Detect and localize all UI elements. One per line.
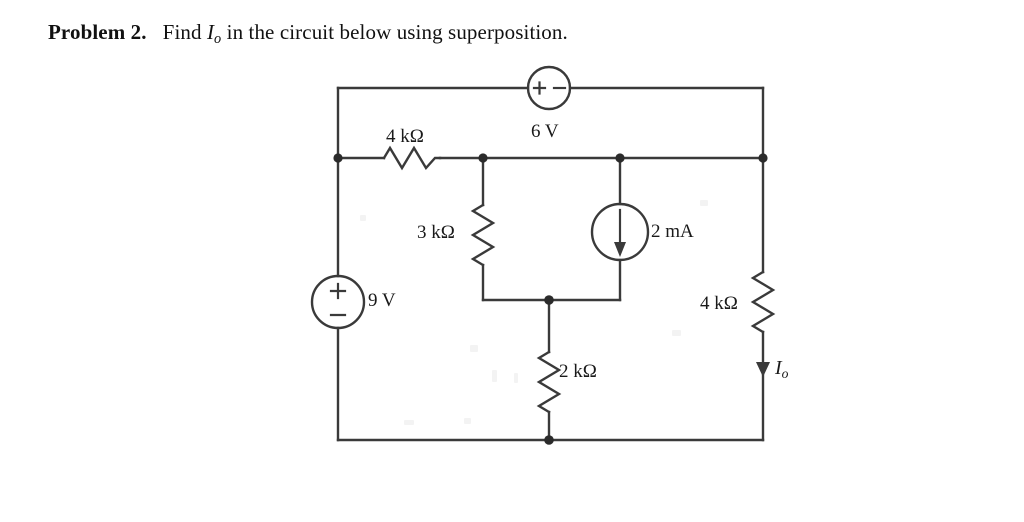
label-resistor-4k-right: 4 kΩ	[700, 293, 738, 314]
problem-number: Problem 2.	[48, 20, 147, 44]
label-resistor-2k: 2 kΩ	[559, 361, 597, 382]
scan-noise-artifact	[404, 420, 414, 425]
resistor-4k-top-zigzag	[382, 145, 442, 171]
current-source-2ma-arrow-head	[614, 242, 626, 257]
resistor-2k-zigzag	[536, 350, 562, 414]
node-dot-right-top	[758, 153, 768, 163]
node-dot-isource-top	[615, 153, 625, 163]
scan-noise-artifact	[700, 200, 708, 206]
voltage-source-9v-plus	[329, 282, 347, 300]
label-current-io-subscript: o	[781, 365, 789, 381]
unknown-variable-subscript: o	[214, 30, 222, 47]
voltage-source-6v-circle	[526, 65, 572, 111]
node-dot-left-top	[333, 153, 343, 163]
scan-noise-artifact	[492, 370, 497, 382]
label-current-source-2ma: 2 mA	[651, 221, 694, 242]
scan-noise-artifact	[360, 215, 366, 221]
scan-noise-artifact	[470, 345, 478, 352]
resistor-3k-zigzag	[470, 203, 496, 267]
label-resistor-3k: 3 kΩ	[417, 222, 455, 243]
current-io-arrow-head	[756, 362, 770, 377]
voltage-source-9v-circle	[310, 274, 366, 330]
scan-noise-artifact	[464, 418, 471, 424]
problem-statement-head: Find	[162, 20, 202, 44]
page-title: Problem 2. Find Io in the circuit below …	[48, 20, 568, 48]
node-dot-inner-center	[544, 295, 554, 305]
node-dot-bottom-center	[544, 435, 554, 445]
label-current-io: Io	[775, 357, 788, 382]
voltage-source-6v-plus	[532, 81, 547, 95]
label-voltage-source-9v: 9 V	[368, 290, 396, 311]
problem-statement-tail: in the circuit below using superposition…	[226, 20, 568, 44]
resistor-4k-right-zigzag	[750, 270, 776, 334]
scan-noise-artifact	[514, 373, 518, 383]
scan-noise-artifact	[672, 330, 681, 336]
node-dot-3k-top	[478, 153, 488, 163]
label-resistor-4k-top: 4 kΩ	[386, 126, 424, 147]
label-current-io-variable: I	[775, 357, 782, 379]
label-voltage-source-6v: 6 V	[531, 121, 559, 142]
unknown-variable: I	[206, 20, 215, 44]
